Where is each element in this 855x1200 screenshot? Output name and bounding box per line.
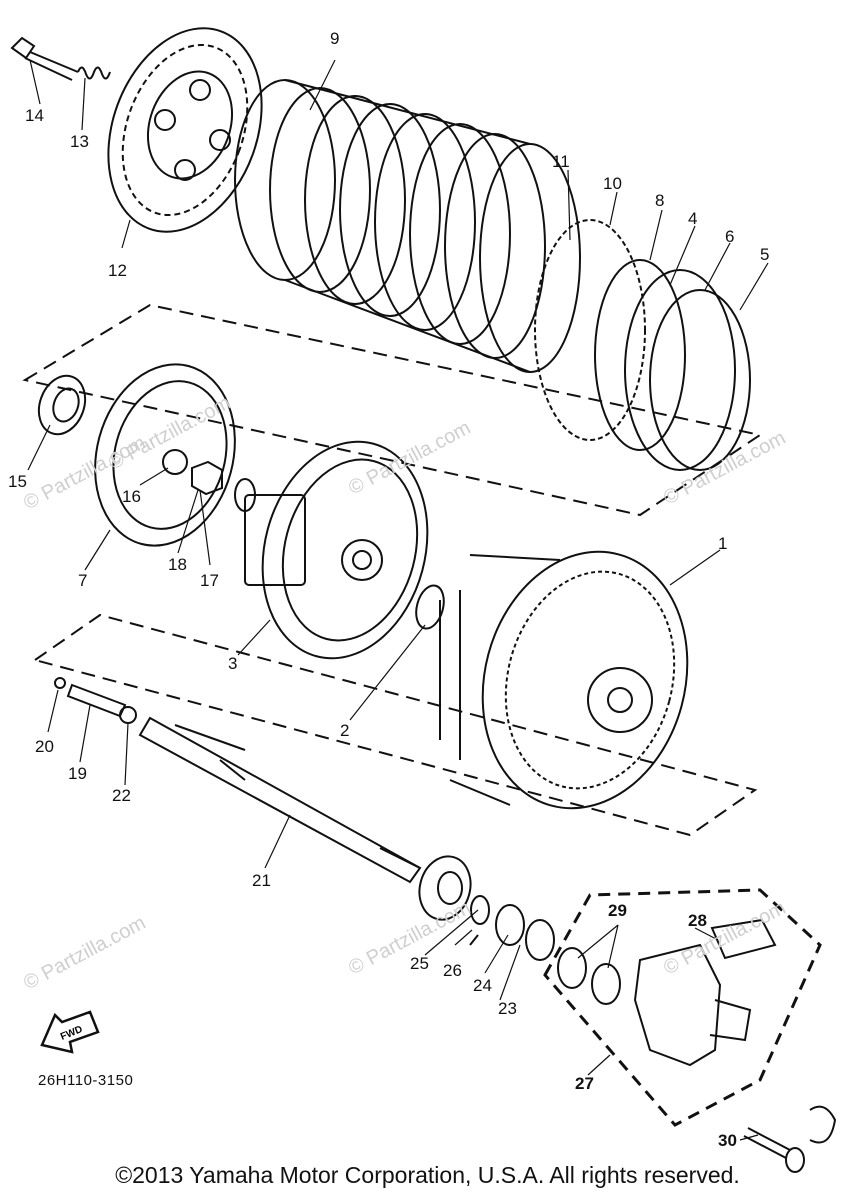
callout-25: 25	[410, 954, 429, 973]
cable-end	[809, 1105, 837, 1144]
callout-4: 4	[688, 209, 698, 228]
callout-30: 30	[718, 1131, 737, 1150]
push-plate-part-7	[94, 363, 236, 547]
callout-29: 29	[608, 901, 627, 920]
oring-part-22	[119, 706, 137, 724]
main-axle-part-21	[138, 716, 422, 884]
push-lever-assembly-part-27	[633, 943, 752, 1067]
lever-part-28	[710, 918, 777, 960]
gear-ring-part-8	[534, 219, 646, 441]
callout-2: 2	[340, 721, 350, 740]
callout-13: 13	[70, 132, 89, 151]
assembly-outline-lever	[543, 888, 822, 1127]
callout-14: 14	[25, 106, 44, 125]
pin-part-26	[469, 934, 479, 946]
callout-1: 1	[718, 534, 728, 553]
nut-part-18	[191, 460, 223, 496]
copyright-notice: ©2013 Yamaha Motor Corporation, U.S.A. A…	[115, 1162, 740, 1188]
leader-lines	[27, 59, 769, 1141]
clutch-plate-stack-part-9	[234, 79, 581, 373]
callout-7: 7	[78, 571, 88, 590]
callout-8: 8	[655, 191, 665, 210]
callout-27: 27	[575, 1074, 594, 1093]
assembly-outline-lower	[32, 613, 758, 837]
callout-24: 24	[473, 976, 492, 995]
push-rod-part-19	[66, 683, 127, 718]
seal-part-29a	[557, 947, 587, 989]
bolt-part-30	[743, 1127, 805, 1173]
callout-10: 10	[603, 174, 622, 193]
fwd-label: FWD	[59, 1024, 84, 1043]
spring-plate-part-6	[624, 269, 736, 471]
diagram-part-code: 26H110-3150	[38, 1072, 134, 1089]
ball-part-20	[54, 677, 66, 689]
collar-part-24	[495, 904, 525, 946]
bearing-part-15	[37, 374, 87, 436]
callout-28: 28	[688, 911, 707, 930]
assembly-outline-upper	[22, 303, 763, 517]
callout-11: 11	[552, 152, 570, 171]
thrust-washer-part-2	[415, 584, 445, 630]
callout-17: 17	[200, 571, 219, 590]
callout-18: 18	[168, 555, 187, 574]
bearing-assembly	[418, 855, 472, 921]
spring-part-13	[77, 66, 111, 80]
callout-15: 15	[8, 472, 27, 491]
forward-direction-arrow	[40, 1010, 100, 1054]
bolt-part-14	[10, 36, 79, 81]
callout-16: 16	[122, 487, 141, 506]
callout-12: 12	[108, 261, 127, 280]
seal-part-23	[525, 919, 555, 961]
seal-part-29b	[591, 963, 621, 1005]
pressure-plate-part-12	[107, 27, 263, 233]
callout-3: 3	[228, 654, 238, 673]
callout-19: 19	[68, 764, 87, 783]
clutch-boss-part-3	[244, 440, 429, 660]
callout-5: 5	[760, 245, 770, 264]
callout-21: 21	[252, 871, 271, 890]
callout-23: 23	[498, 999, 517, 1018]
callout-22: 22	[112, 786, 131, 805]
callout-6: 6	[725, 227, 735, 246]
wire-ring-part-4	[594, 259, 686, 451]
seat-plate-part-5	[649, 289, 751, 471]
callout-9: 9	[330, 29, 340, 48]
callout-26: 26	[443, 961, 462, 980]
callout-20: 20	[35, 737, 54, 756]
primary-driven-gear-part-1	[439, 550, 689, 810]
circlip-part-25	[470, 895, 490, 925]
